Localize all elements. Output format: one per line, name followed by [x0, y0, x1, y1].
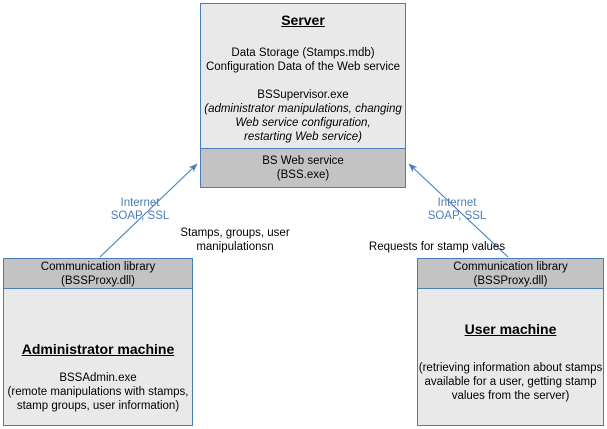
- admin-exe: BSSAdmin.exe: [59, 372, 137, 384]
- right-connector-protocol-label: Internet SOAP, SSL: [412, 197, 502, 223]
- left-flow-line-2: manipulationsn: [196, 241, 274, 253]
- user-machine-info: (retrieving information about stamps ava…: [418, 361, 603, 403]
- admin-communication-library-node: Communication library (BSSProxy.dll): [3, 258, 193, 289]
- user-body-line-3: values from the server): [451, 390, 570, 402]
- bs-web-service-node: BS Web service (BSS.exe): [200, 148, 406, 188]
- admin-body-line-1: (remote manipulations with stamps,: [7, 386, 189, 398]
- user-communication-library-node: Communication library (BSSProxy.dll): [417, 258, 604, 289]
- left-connector-flow-label: Stamps, groups, user manipulationsn: [155, 226, 315, 254]
- server-supervisor-line-2: Web service configuration,: [235, 117, 371, 129]
- admin-comm-lib-line-2: (BSSProxy.dll): [61, 274, 135, 287]
- user-body-line-1: (retrieving information about stamps: [418, 362, 603, 374]
- right-connector-flow-label: Requests for stamp values: [352, 240, 522, 254]
- server-title: Server: [281, 12, 325, 28]
- admin-body-line-2: stamp groups, user information): [16, 400, 180, 412]
- user-machine-node: User machine (retrieving information abo…: [417, 288, 604, 426]
- user-body-line-2: available for a user, getting stamp: [424, 376, 597, 388]
- user-comm-lib-line-1: Communication library: [453, 260, 568, 273]
- left-connector-protocol-label: Internet SOAP, SSL: [95, 197, 185, 223]
- left-protocol-line-2: SOAP, SSL: [110, 210, 170, 222]
- left-flow-line-1: Stamps, groups, user: [180, 227, 290, 239]
- server-node: Server Data Storage (Stamps.mdb) Configu…: [200, 3, 406, 150]
- server-storage-line-1: Data Storage (Stamps.mdb): [231, 47, 375, 59]
- admin-machine-node: Administrator machine BSSAdmin.exe (remo…: [3, 288, 193, 426]
- user-machine-title: User machine: [464, 321, 557, 337]
- left-protocol-line-1: Internet: [120, 197, 160, 209]
- server-supervisor-line-1: (administrator manipulations, changing: [204, 103, 402, 115]
- right-flow-line-1: Requests for stamp values: [368, 241, 506, 253]
- admin-comm-lib-line-1: Communication library: [40, 260, 156, 273]
- bs-web-service-line-2: (BSS.exe): [276, 169, 330, 181]
- server-supervisor-exe: BSSupervisor.exe: [257, 89, 349, 101]
- bs-web-service-line-1: BS Web service: [262, 155, 344, 167]
- server-supervisor-line-3: restarting Web service): [243, 131, 363, 143]
- admin-machine-title: Administrator machine: [21, 341, 175, 357]
- right-protocol-line-2: SOAP, SSL: [427, 210, 487, 222]
- server-supervisor-info: BSSupervisor.exe (administrator manipula…: [201, 88, 405, 144]
- server-storage-info: Data Storage (Stamps.mdb) Configuration …: [201, 46, 405, 74]
- right-protocol-line-1: Internet: [437, 197, 477, 209]
- server-storage-line-2: Configuration Data of the Web service: [205, 61, 401, 73]
- admin-machine-info: BSSAdmin.exe (remote manipulations with …: [4, 371, 192, 413]
- user-comm-lib-line-2: (BSSProxy.dll): [473, 274, 548, 287]
